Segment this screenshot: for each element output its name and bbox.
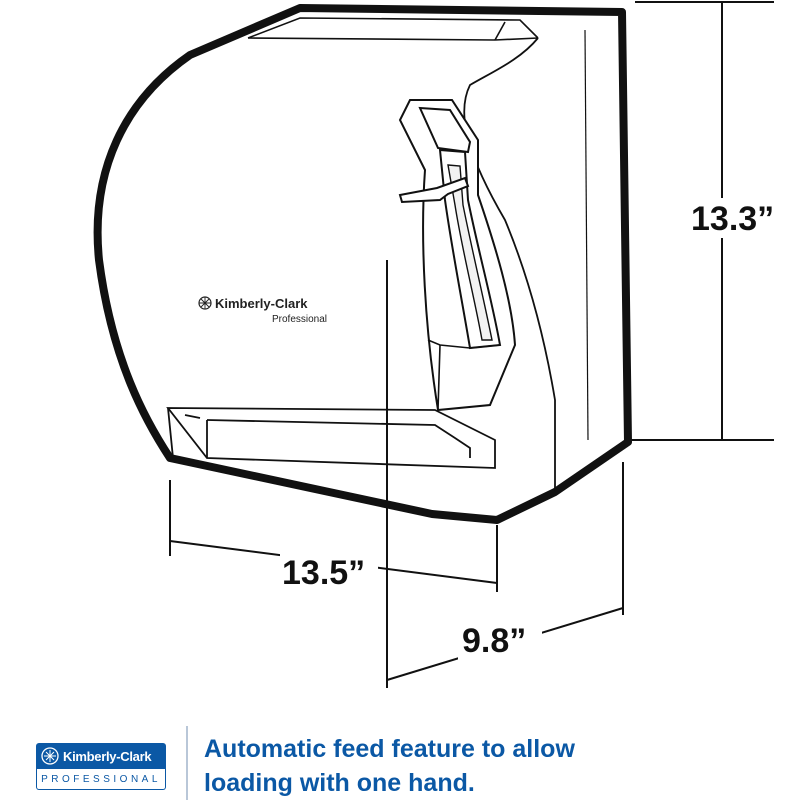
dispenser-diagram: Kimberly-Clark Professional 13.3” 13.5” … bbox=[93, 1, 774, 688]
feed-lever-assembly bbox=[398, 99, 517, 412]
kimberly-clark-professional-logo: Kimberly-Clark PROFESSIONAL bbox=[36, 743, 166, 797]
towel-outlet bbox=[166, 407, 496, 469]
depth-label: 9.8” bbox=[462, 622, 526, 660]
dispenser-housing-outline bbox=[93, 4, 632, 524]
brand-logo-bottom: PROFESSIONAL bbox=[36, 769, 166, 790]
caption-line-1: Automatic feed feature to allow bbox=[204, 735, 575, 763]
top-panel bbox=[247, 17, 539, 41]
footer-banner: Kimberly-Clark PROFESSIONAL Automatic fe… bbox=[0, 712, 800, 800]
width-label: 13.5” bbox=[282, 554, 365, 592]
logo-brand-text: Kimberly-Clark bbox=[215, 296, 308, 311]
brand-name: Kimberly-Clark bbox=[63, 748, 152, 764]
logo-division-text: Professional bbox=[272, 314, 327, 325]
side-corner-edge bbox=[584, 29, 589, 441]
product-logo: Kimberly-Clark Professional bbox=[198, 296, 327, 325]
caption-line-2: loading with one hand. bbox=[204, 769, 475, 797]
brand-logo-top: Kimberly-Clark bbox=[36, 743, 166, 769]
brand-division: PROFESSIONAL bbox=[41, 773, 161, 785]
kimberly-clark-bird-icon bbox=[41, 747, 59, 765]
lever-handle bbox=[398, 176, 470, 204]
height-label: 13.3” bbox=[691, 200, 774, 238]
feature-caption: Automatic feed feature to allow loading … bbox=[204, 732, 764, 800]
footer-divider bbox=[186, 726, 188, 800]
